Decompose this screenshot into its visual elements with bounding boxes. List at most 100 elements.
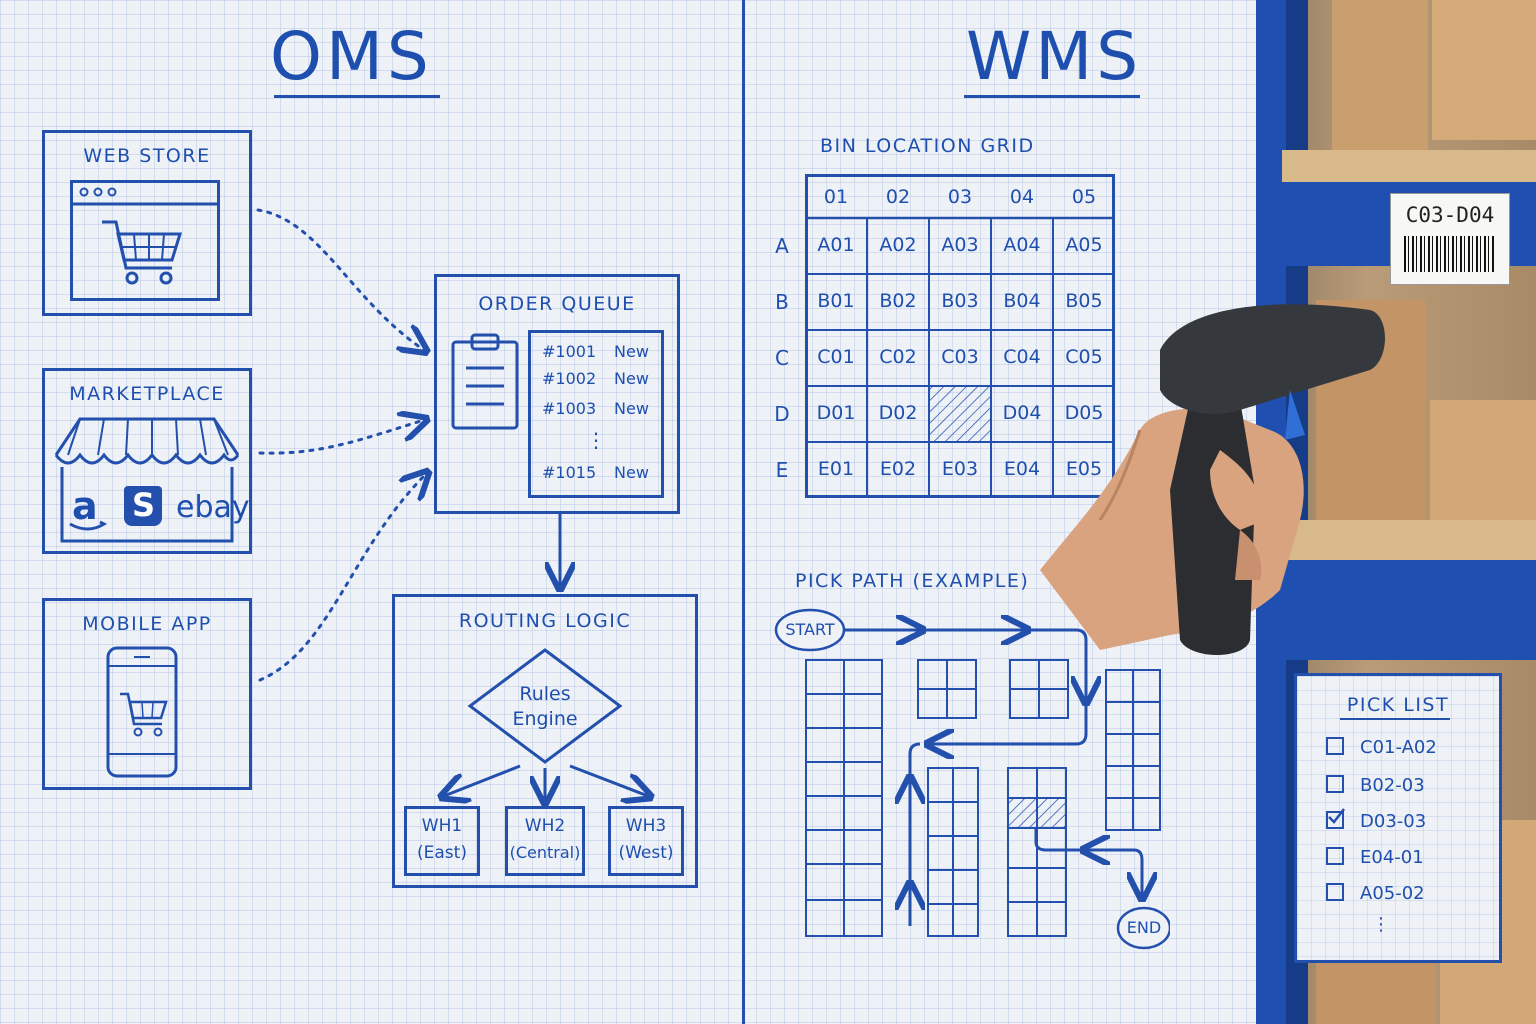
pick-list-title-underline <box>1340 718 1450 720</box>
bin-cell: E05 <box>1065 458 1103 480</box>
rules-engine-line-1: Rules <box>519 683 571 705</box>
order-status-1: New <box>614 342 649 361</box>
checkbox-icon[interactable] <box>1326 847 1344 865</box>
wh3-box <box>608 806 684 876</box>
order-queue-box <box>434 274 680 514</box>
bin-cell: B04 <box>1003 290 1041 312</box>
bin-cell: C05 <box>1065 346 1103 368</box>
checkbox-icon[interactable] <box>1326 737 1344 755</box>
oms-title-underline <box>274 95 440 98</box>
phone-cart-icon <box>106 646 178 778</box>
bin-grid <box>805 174 1115 498</box>
bin-grid-row-header: B <box>775 290 789 314</box>
order-id-4: #1015 <box>542 463 597 482</box>
barcode-icon <box>1404 236 1496 272</box>
bin-grid-row-header: C <box>775 346 789 370</box>
pick-list-item[interactable]: E04-01 <box>1326 847 1424 868</box>
wh2-name: WH2 <box>524 816 566 836</box>
bin-grid-col-header: 04 <box>1009 186 1035 208</box>
cardboard-box <box>1430 400 1536 520</box>
bin-cell: E01 <box>817 458 855 480</box>
order-id-2: #1002 <box>542 369 597 388</box>
bin-cell: A02 <box>879 234 917 256</box>
shelf-label-code: C03-D04 <box>1405 203 1495 227</box>
clipboard-icon <box>451 333 519 430</box>
order-list-box <box>528 330 664 498</box>
bin-grid-col-header: 03 <box>947 186 973 208</box>
bin-cell: B01 <box>817 290 855 312</box>
order-list-ellipsis: ⋮ <box>586 428 606 452</box>
wh3-name: WH3 <box>625 816 667 836</box>
bin-grid-row-header: A <box>775 234 789 258</box>
bin-cell: A01 <box>817 234 855 256</box>
scanner-head <box>1160 304 1385 414</box>
pick-list-title: PICK LIST <box>1346 694 1450 716</box>
pick-path-map <box>774 608 1170 950</box>
hand <box>1040 408 1304 650</box>
bin-grid-row-header: D <box>774 402 790 426</box>
web-store-arrow <box>256 208 424 350</box>
wms-title: WMS <box>966 18 1143 95</box>
marketplace-arrow <box>258 420 424 455</box>
browser-cart-icon <box>70 180 220 301</box>
order-status-2: New <box>614 369 649 388</box>
barcode-scanner-in-hand <box>1040 304 1385 655</box>
pick-list-code: A05-02 <box>1360 883 1425 904</box>
pick-path-title: PICK PATH (EXAMPLE) <box>795 570 1030 592</box>
end-node <box>1116 906 1170 950</box>
start-label: START <box>785 620 835 639</box>
pick-target-bin <box>1007 797 1067 829</box>
pick-list-item[interactable]: C01-A02 <box>1326 737 1437 758</box>
checkbox-icon[interactable] <box>1326 775 1344 793</box>
bin-cell: E02 <box>879 458 917 480</box>
wh1-region: (East) <box>417 843 467 863</box>
pick-list-card <box>1294 673 1502 963</box>
bin-cell: A04 <box>1003 234 1041 256</box>
shopify-bag-icon <box>124 486 162 526</box>
end-label: END <box>1126 918 1162 937</box>
amazon-logo: a <box>72 484 98 528</box>
checkbox-icon[interactable] <box>1326 883 1344 901</box>
pick-list-item[interactable]: A05-02 <box>1326 883 1425 904</box>
bin-grid-lines <box>805 216 1115 498</box>
bin-grid-title: BIN LOCATION GRID <box>820 135 1035 157</box>
wh1-box <box>404 806 480 876</box>
bin-cell: B05 <box>1065 290 1103 312</box>
bin-cell: D01 <box>816 402 856 424</box>
oms-title: OMS <box>270 18 433 95</box>
order-status-3: New <box>614 399 649 418</box>
bin-grid-row-header: E <box>775 458 789 482</box>
shelf-beam-1 <box>1282 150 1536 182</box>
ebay-logo: ebay <box>176 490 250 525</box>
pick-list-item[interactable]: B02-03 <box>1326 775 1425 796</box>
shelf-beam-2 <box>1282 520 1536 560</box>
bin-cell: C02 <box>879 346 917 368</box>
mobile-app-box <box>42 598 252 790</box>
bin-cell: E03 <box>941 458 979 480</box>
amazon-smile-icon <box>69 520 108 531</box>
pick-list-code: C01-A02 <box>1360 737 1437 758</box>
bin-cell: A05 <box>1065 234 1103 256</box>
bin-cell: E04 <box>1003 458 1041 480</box>
pick-list-code: E04-01 <box>1360 847 1424 868</box>
bin-grid-col-header: 05 <box>1071 186 1097 208</box>
bin-cell: D04 <box>1002 402 1042 424</box>
pick-list-code: D03-03 <box>1360 811 1427 832</box>
bin-cell: D02 <box>878 402 918 424</box>
bin-grid-col-header: 01 <box>823 186 849 208</box>
checked-checkbox-icon[interactable] <box>1326 808 1345 829</box>
pick-list-item[interactable]: D03-03 <box>1326 808 1427 832</box>
order-status-4: New <box>614 463 649 482</box>
storefront-icon <box>54 417 240 543</box>
order-id-3: #1003 <box>542 399 597 418</box>
bin-cell: B03 <box>941 290 979 312</box>
wh1-name: WH1 <box>421 816 463 836</box>
wh2-region: (Central) <box>509 843 581 862</box>
highlighted-bin-d03 <box>929 386 991 442</box>
mobile-app-label: MOBILE APP <box>82 613 212 635</box>
order-id-1: #1001 <box>542 342 597 361</box>
routing-logic-label: ROUTING LOGIC <box>458 610 632 632</box>
order-queue-label: ORDER QUEUE <box>478 293 636 315</box>
rules-engine-diamond <box>467 648 623 764</box>
mobile-app-arrow <box>258 474 426 682</box>
